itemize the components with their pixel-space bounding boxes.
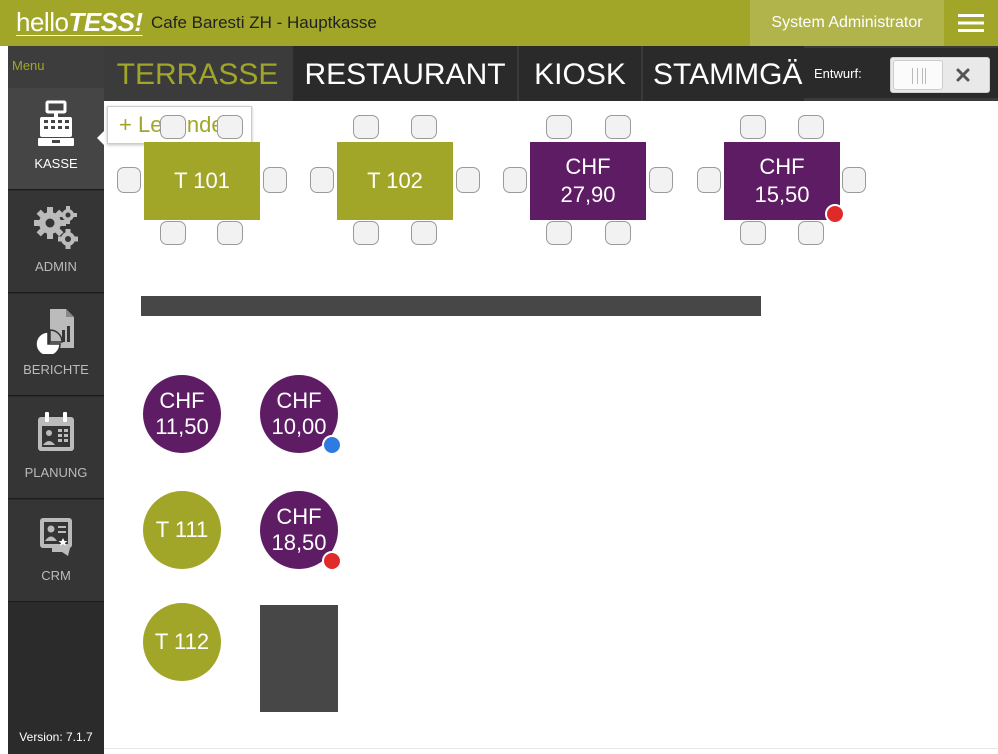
table-currency: CHF	[159, 388, 205, 413]
logo-text-bold: TESS!	[68, 7, 143, 37]
contact-card-icon	[40, 518, 72, 556]
current-user-button[interactable]: System Administrator	[750, 0, 944, 46]
chair	[353, 221, 379, 245]
chair	[697, 167, 721, 193]
sidebar-item-label: ADMIN	[35, 259, 77, 274]
active-item-pointer	[97, 130, 105, 146]
table-currency: CHF	[276, 388, 322, 413]
table-amount: 11,50	[155, 414, 209, 439]
status-badge-red	[322, 551, 342, 571]
table-t111[interactable]: T 111	[143, 491, 221, 569]
table-amount: 18,50	[271, 530, 327, 555]
table-occupied-2790[interactable]: CHF 27,90	[530, 142, 646, 220]
tab-kiosk[interactable]: KIOSK	[519, 46, 641, 101]
hamburger-icon	[958, 14, 984, 32]
chair	[605, 115, 631, 139]
sidebar-item-crm[interactable]: CRM	[8, 500, 104, 602]
chair	[353, 115, 379, 139]
sidebar-item-berichte[interactable]: BERICHTE	[8, 294, 104, 396]
close-icon	[956, 68, 970, 82]
sidebar-item-planung[interactable]: PLANUNG	[8, 397, 104, 499]
chair	[263, 167, 287, 193]
chair	[503, 167, 527, 193]
table-amount: 27,90	[560, 182, 616, 207]
chair	[740, 221, 766, 245]
sidebar-item-label: PLANUNG	[24, 465, 88, 480]
table-label: T 112	[154, 629, 210, 654]
app-version: Version: 7.1.7	[19, 730, 93, 744]
chair	[456, 167, 480, 193]
chair	[605, 221, 631, 245]
chair	[217, 221, 243, 245]
status-badge-red	[825, 204, 845, 224]
location-title: Cafe Baresti ZH - Hauptkasse	[151, 13, 377, 32]
table-occupied-1000[interactable]: CHF 10,00	[260, 375, 338, 453]
chair	[740, 115, 766, 139]
sidebar-menu-label: Menu	[8, 46, 104, 88]
bar-counter	[141, 296, 761, 316]
sidebar-item-kasse[interactable]: KASSE	[8, 88, 104, 190]
chair	[160, 115, 186, 139]
area-tabs: TERRASSE RESTAURANT KIOSK STAMMGÄ Entwur…	[104, 46, 998, 101]
sidebar: Menu KASSE	[8, 46, 104, 754]
toggle-knob[interactable]	[893, 60, 943, 90]
draft-label: Entwurf:	[814, 66, 862, 81]
sidebar-item-label: BERICHTE	[23, 362, 89, 377]
gears-icon	[34, 206, 78, 249]
sidebar-item-label: KASSE	[34, 156, 78, 171]
tab-restaurant[interactable]: RESTAURANT	[293, 46, 517, 101]
chair	[411, 221, 437, 245]
table-currency: CHF	[565, 154, 611, 179]
chair	[117, 167, 141, 193]
table-label: T 101	[174, 168, 230, 193]
table-amount: 10,00	[271, 414, 327, 439]
table-t102[interactable]: T 102	[337, 142, 453, 220]
chair	[546, 115, 572, 139]
calendar-icon	[38, 412, 74, 451]
draft-toggle[interactable]	[890, 57, 990, 93]
table-currency: CHF	[759, 154, 805, 179]
cash-register-icon	[38, 100, 74, 146]
chair	[842, 167, 866, 193]
logo-text-light: hello	[16, 7, 69, 37]
bottom-divider	[104, 748, 998, 749]
table-label: T 111	[155, 517, 209, 542]
status-badge-blue	[322, 435, 342, 455]
room-block	[260, 605, 338, 712]
tab-terrasse[interactable]: TERRASSE	[104, 46, 291, 101]
chair	[546, 221, 572, 245]
chair	[160, 221, 186, 245]
table-currency: CHF	[276, 504, 322, 529]
table-t101[interactable]: T 101	[144, 142, 260, 220]
chair	[217, 115, 243, 139]
table-label: T 102	[367, 168, 423, 193]
table-amount: 15,50	[754, 182, 810, 207]
draft-mode-control: Entwurf:	[804, 48, 998, 98]
tab-stammgaeste[interactable]: STAMMGÄ	[643, 46, 804, 101]
table-occupied-1150[interactable]: CHF 11,50	[143, 375, 221, 453]
report-icon	[35, 309, 74, 354]
chair	[649, 167, 673, 193]
table-occupied-1550[interactable]: CHF 15,50	[724, 142, 840, 220]
sidebar-item-admin[interactable]: ADMIN	[8, 191, 104, 293]
sidebar-item-label: CRM	[41, 568, 71, 583]
chair	[798, 115, 824, 139]
chair	[798, 221, 824, 245]
main-menu-button[interactable]	[944, 0, 998, 46]
chair	[411, 115, 437, 139]
chair	[310, 167, 334, 193]
table-t112[interactable]: T 112	[143, 603, 221, 681]
